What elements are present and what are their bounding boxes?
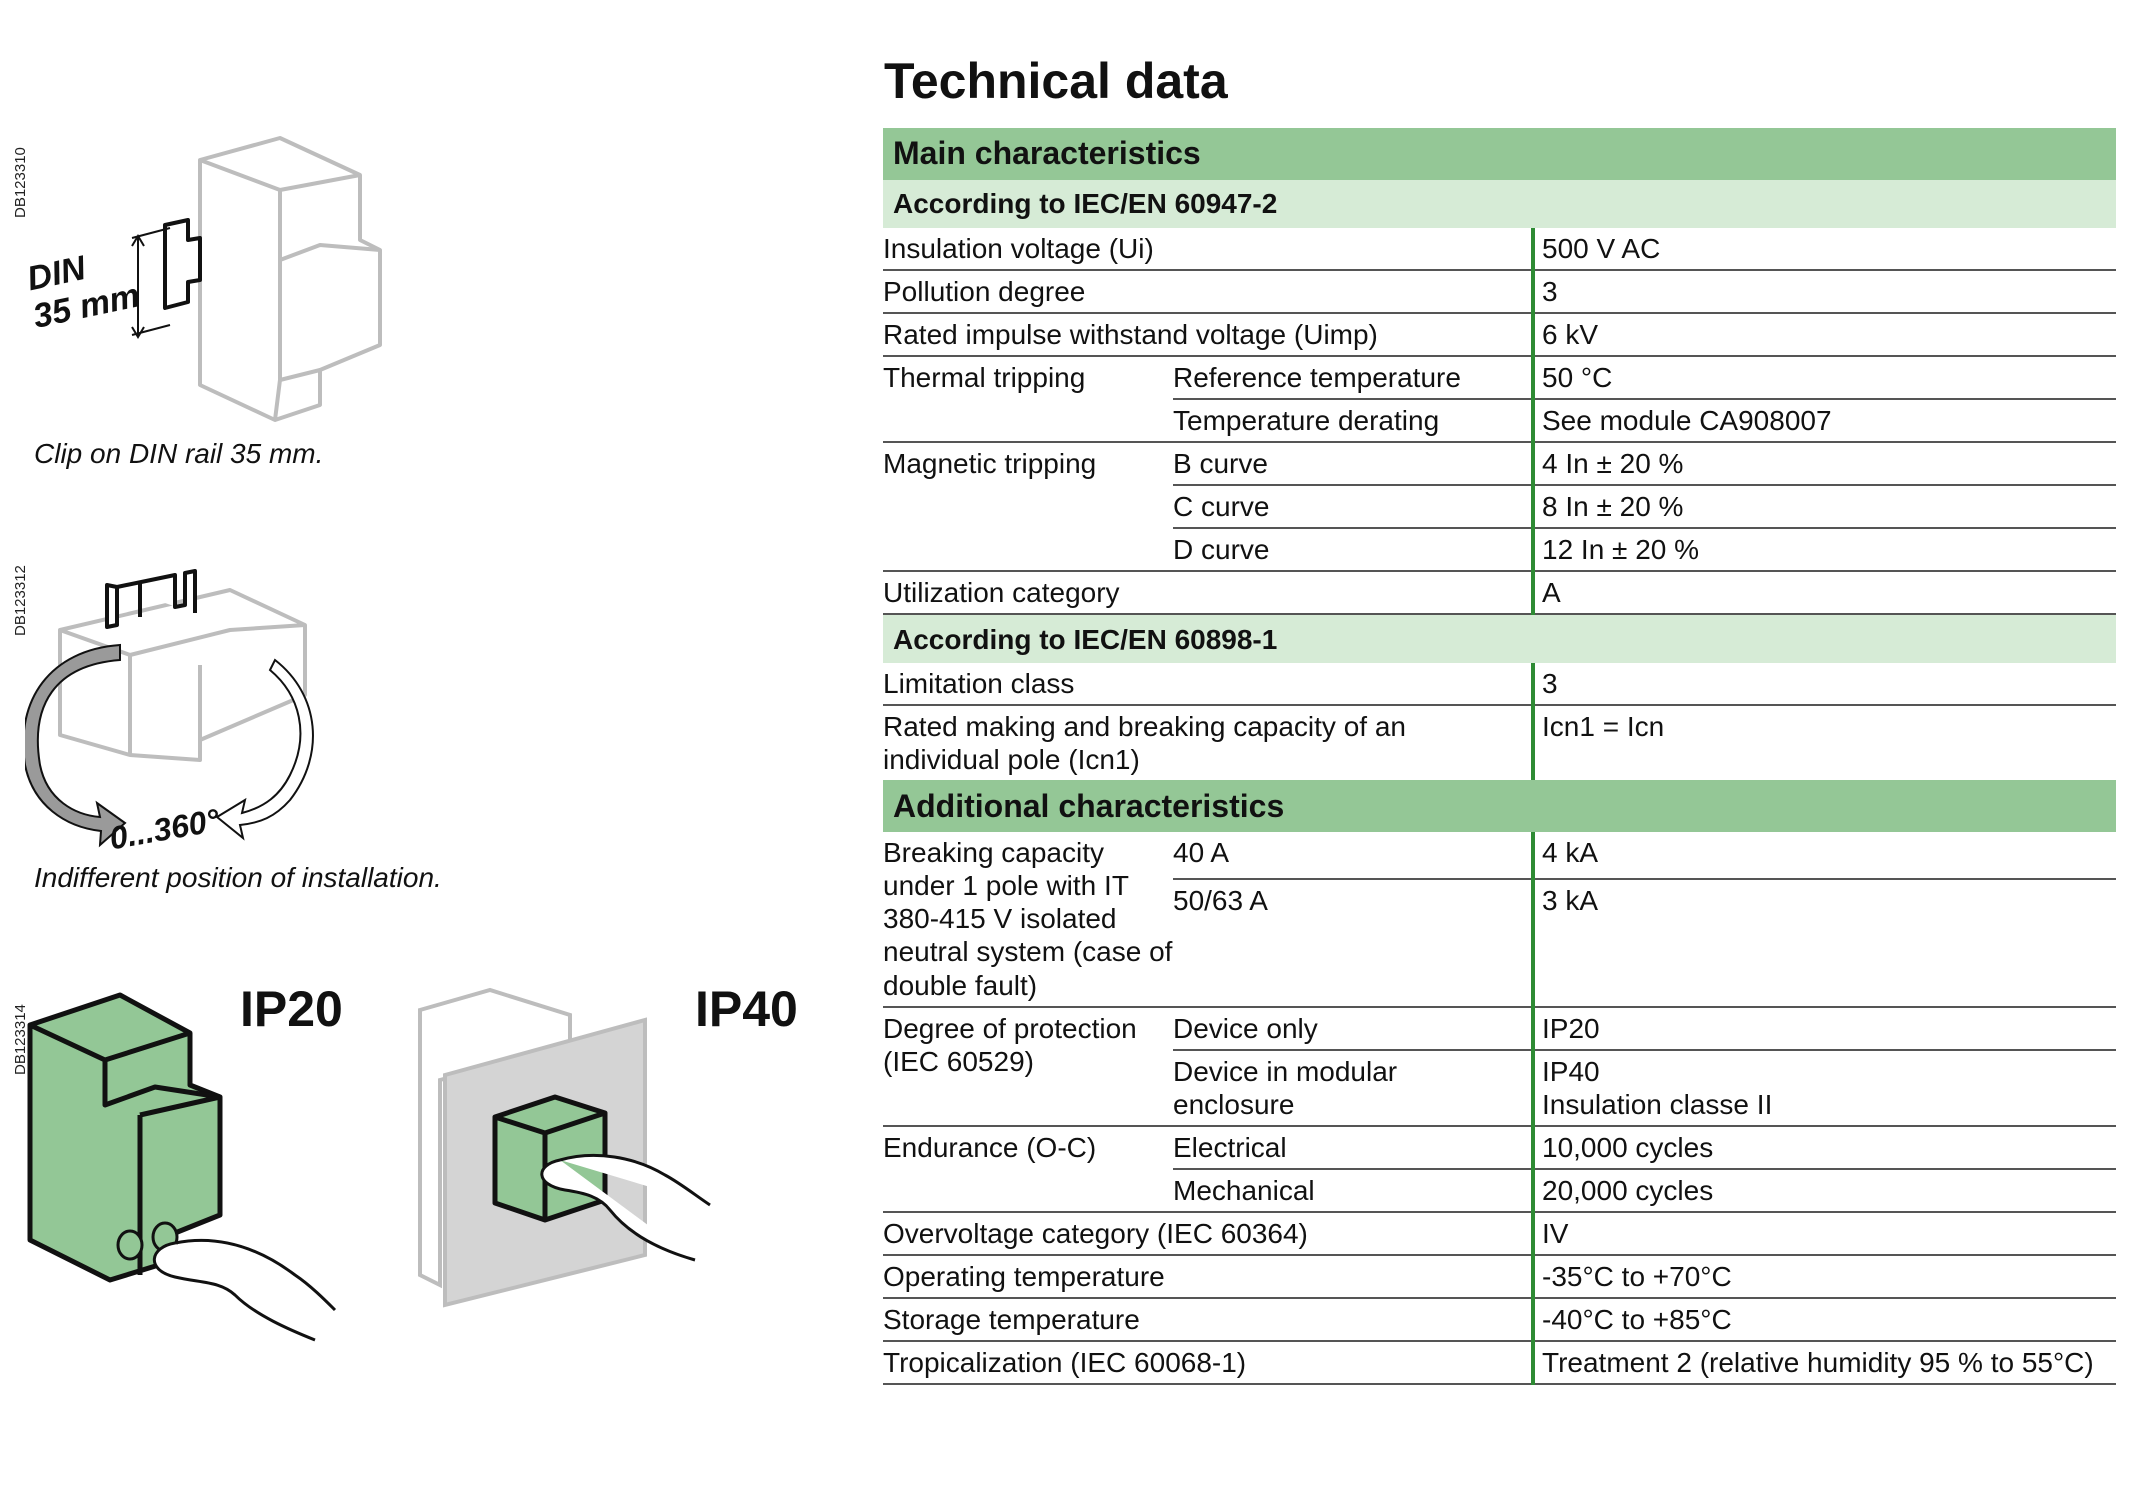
- row-sublabel: 50/63 A: [1173, 878, 1533, 1008]
- section-title: Main characteristics: [883, 128, 2116, 180]
- table-row: C curve 8 In ± 20 %: [883, 485, 2116, 530]
- subsection-header-iec60947: According to IEC/EN 60947-2: [883, 180, 2116, 228]
- row-value: -40°C to +85°C: [1531, 1297, 2116, 1342]
- row-sublabel: D curve: [1173, 528, 1533, 573]
- row-label: Endurance (O-C): [883, 1125, 1173, 1213]
- row-value: IP40 Insulation classe II: [1531, 1049, 2116, 1127]
- row-label: Breaking capacity under 1 pole with IT 3…: [883, 832, 1173, 1008]
- section-header-additional: Additional characteristics: [883, 780, 2116, 833]
- angle-label: 0...360°: [107, 802, 222, 855]
- row-value: 3: [1531, 270, 2116, 315]
- row-value: Icn1 = Icn: [1531, 705, 2116, 781]
- row-sublabel: Device only: [1173, 1006, 1533, 1051]
- row-value: 4 kA: [1531, 832, 2116, 880]
- row-label: Insulation voltage (Ui): [883, 228, 1533, 272]
- row-label: Operating temperature: [883, 1254, 1533, 1299]
- row-label: Overvoltage category (IEC 60364): [883, 1211, 1533, 1256]
- table-row: Thermal tripping Reference temperature 5…: [883, 356, 2116, 444]
- row-value: 3 kA: [1531, 878, 2116, 1008]
- row-label: Thermal tripping: [883, 356, 1173, 444]
- subsection-title: According to IEC/EN 60947-2: [883, 180, 2116, 228]
- table-row: Insulation voltage (Ui) 500 V AC: [883, 228, 2116, 272]
- installation-position-illustration: 0...360°: [25, 569, 314, 855]
- row-sublabel: 40 A: [1173, 832, 1533, 880]
- row-value: 50 °C: [1531, 356, 2116, 401]
- row-value: See module CA908007: [1531, 399, 2116, 444]
- row-label: Tropicalization (IEC 60068-1): [883, 1340, 1533, 1385]
- table-row: Breaking capacity under 1 pole with IT 3…: [883, 832, 2116, 1008]
- row-label: Magnetic tripping: [883, 442, 1173, 573]
- subsection-title: According to IEC/EN 60898-1: [883, 614, 2116, 664]
- ip20-illustration: [27, 992, 337, 1342]
- ip20-label: IP20: [240, 981, 343, 1037]
- table-row: Operating temperature -35°C to +70°C: [883, 1254, 2116, 1299]
- table-row: Magnetic tripping B curve 4 In ± 20 %: [883, 442, 2116, 573]
- section-header-main: Main characteristics: [883, 128, 2116, 180]
- row-sublabel: Temperature derating: [1173, 399, 1533, 444]
- page-title: Technical data: [884, 53, 1228, 109]
- row-value: 12 In ± 20 %: [1531, 528, 2116, 573]
- row-sublabel: Device in modular enclosure: [1173, 1049, 1533, 1127]
- row-label: Utilization category: [883, 571, 1533, 616]
- din-rail-illustration: DIN 35 mm: [24, 136, 382, 422]
- subsection-header-iec60898: According to IEC/EN 60898-1: [883, 614, 2116, 664]
- row-value: 4 In ± 20 %: [1531, 442, 2116, 487]
- row-value: IV: [1531, 1211, 2116, 1256]
- ip40-illustration: [418, 987, 711, 1308]
- table-row: Tropicalization (IEC 60068-1) Treatment …: [883, 1340, 2116, 1385]
- table-row: Mechanical 20,000 cycles: [883, 1168, 2116, 1213]
- row-value: 20,000 cycles: [1531, 1168, 2116, 1213]
- table-row: 50/63 A 3 kA: [883, 878, 2116, 1008]
- row-value: Treatment 2 (relative humidity 95 % to 5…: [1531, 1340, 2116, 1385]
- table-row: Degree of protection (IEC 60529) Device …: [883, 1006, 2116, 1127]
- table-row: Utilization category A: [883, 571, 2116, 616]
- row-label: Rated making and breaking capacity of an…: [883, 711, 1406, 776]
- row-sublabel: Reference temperature: [1173, 356, 1533, 401]
- row-sublabel: C curve: [1173, 485, 1533, 530]
- row-value: -35°C to +70°C: [1531, 1254, 2116, 1299]
- technical-data-table: Main characteristics According to IEC/EN…: [883, 128, 2116, 1385]
- row-value: 8 In ± 20 %: [1531, 485, 2116, 530]
- row-value: A: [1531, 571, 2116, 616]
- table-row: Device in modular enclosure IP40 Insulat…: [883, 1049, 2116, 1127]
- row-value: IP20: [1531, 1006, 2116, 1051]
- table-row: Endurance (O-C) Electrical 10,000 cycles: [883, 1125, 2116, 1213]
- din-caption: Clip on DIN rail 35 mm.: [34, 438, 324, 469]
- table-row: Pollution degree 3: [883, 270, 2116, 315]
- table-row: Limitation class 3: [883, 663, 2116, 707]
- table-row: Overvoltage category (IEC 60364) IV: [883, 1211, 2116, 1256]
- row-sublabel: B curve: [1173, 442, 1533, 487]
- row-sublabel: Mechanical: [1173, 1168, 1533, 1213]
- row-sublabel: Electrical: [1173, 1125, 1533, 1170]
- table-row: Storage temperature -40°C to +85°C: [883, 1297, 2116, 1342]
- row-label: Pollution degree: [883, 270, 1533, 315]
- table-row: Rated impulse withstand voltage (Uimp) 6…: [883, 313, 2116, 358]
- table-row: Rated making and breaking capacity of an…: [883, 705, 2116, 781]
- table-row: D curve 12 In ± 20 %: [883, 528, 2116, 573]
- row-value: 10,000 cycles: [1531, 1125, 2116, 1170]
- section-title: Additional characteristics: [883, 780, 2116, 833]
- row-label: Storage temperature: [883, 1297, 1533, 1342]
- row-value: 6 kV: [1531, 313, 2116, 358]
- row-label: Rated impulse withstand voltage (Uimp): [883, 313, 1533, 358]
- row-label: Limitation class: [883, 663, 1533, 707]
- row-label: Degree of protection (IEC 60529): [883, 1006, 1173, 1127]
- ip40-label: IP40: [695, 981, 798, 1037]
- row-value: 3: [1531, 663, 2116, 707]
- table-row: Temperature derating See module CA908007: [883, 399, 2116, 444]
- position-caption: Indifferent position of installation.: [34, 862, 442, 893]
- row-value: 500 V AC: [1531, 228, 2116, 272]
